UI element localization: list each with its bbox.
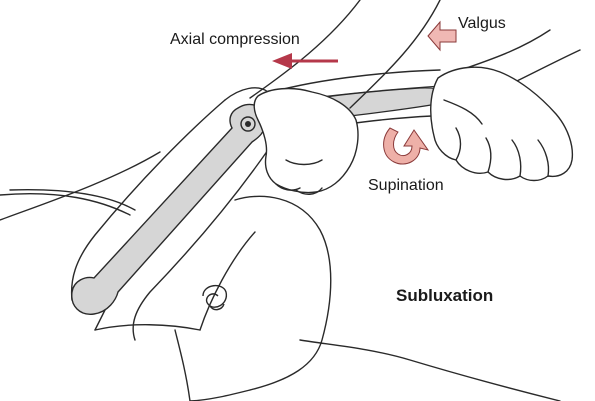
axial-compression-label: Axial compression	[170, 31, 300, 48]
exam-table-lines	[0, 151, 161, 221]
arrow-left-icon	[272, 53, 338, 69]
subluxation-label: Subluxation	[396, 286, 494, 305]
valgus-label: Valgus	[458, 15, 506, 32]
humerus	[71, 103, 267, 315]
patient-body-outline	[94, 195, 561, 401]
examiner-hand-wrist	[430, 66, 574, 182]
umbilicus	[202, 285, 228, 311]
examiner-hand-elbow	[253, 87, 359, 195]
supination-label: Supination	[368, 177, 444, 194]
curved-rotation-arrow-icon	[383, 127, 430, 165]
upper-arm-outline	[70, 87, 269, 341]
arrow-left-block-icon	[427, 20, 457, 52]
